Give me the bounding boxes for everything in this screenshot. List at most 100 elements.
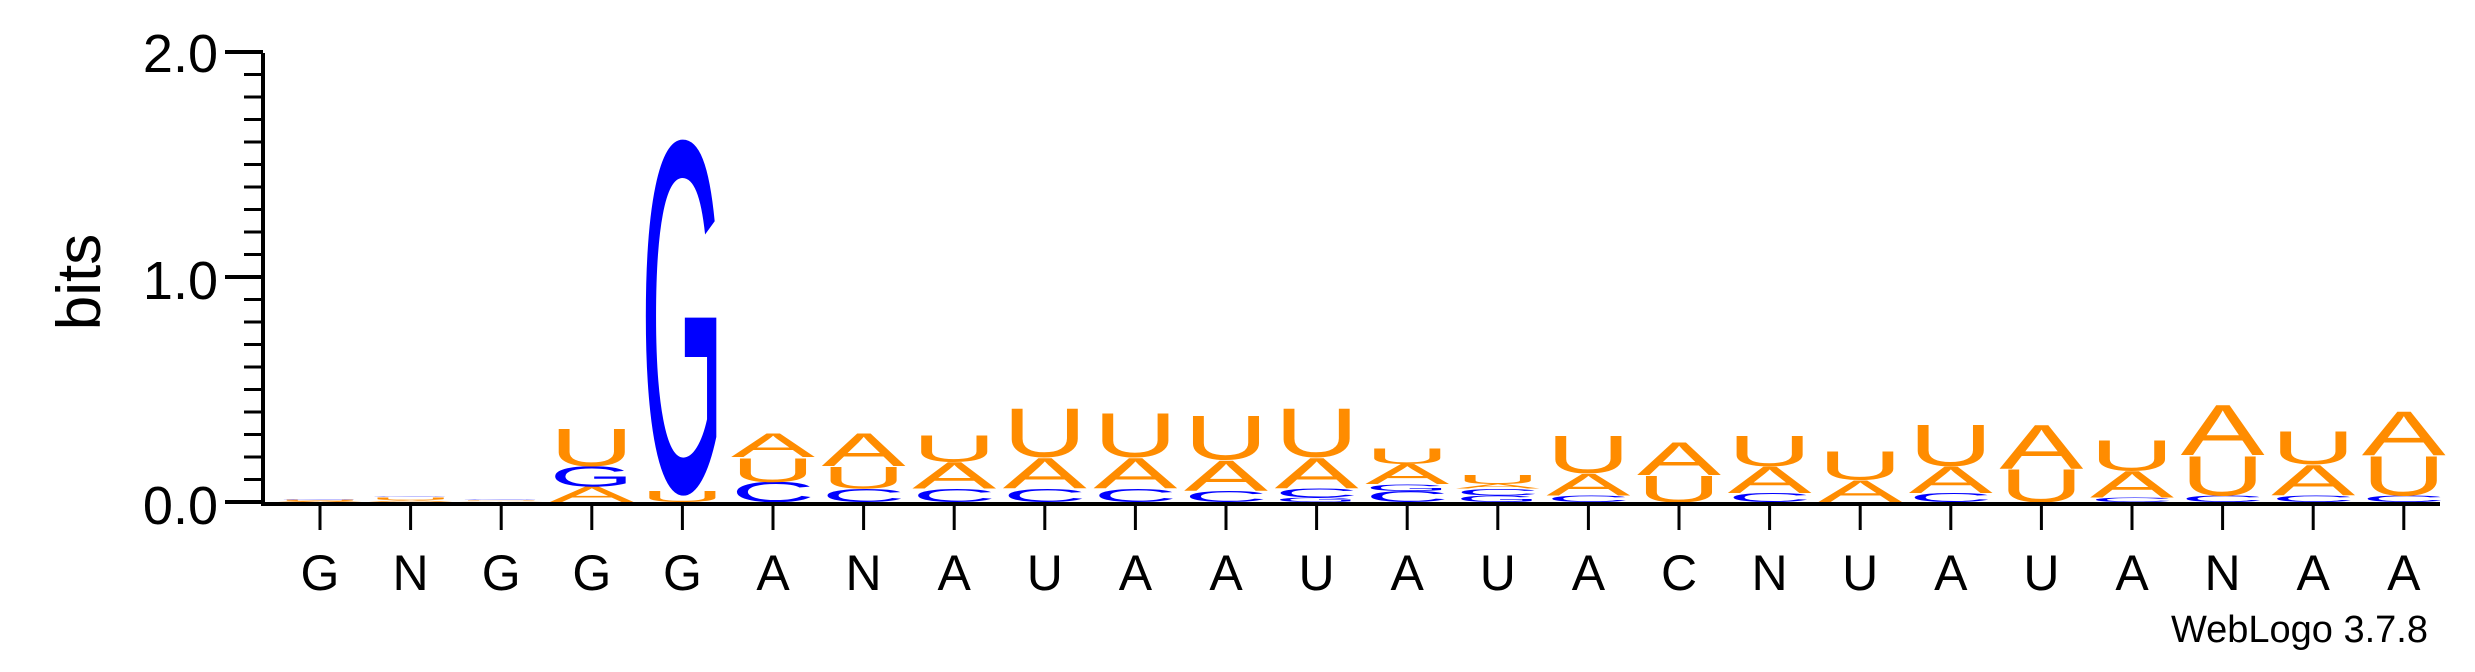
x-tick-label: N — [393, 545, 429, 601]
logo-letter-U: U — [550, 418, 634, 478]
logo-letter-U: U — [2271, 421, 2355, 474]
logo-letter-A: A — [1909, 459, 1993, 501]
logo-letter-G: G — [369, 496, 453, 497]
y-tick-label: 0.0 — [143, 476, 218, 536]
x-tick-label: N — [846, 545, 882, 601]
logo-letter-G: G — [459, 500, 543, 501]
y-axis-title: bits — [45, 234, 114, 330]
logo-letter-U: U — [278, 499, 362, 501]
logo-letter-C: C — [1275, 486, 1359, 500]
logo-letter-U: U — [2090, 430, 2174, 480]
logo-letter-A: A — [731, 426, 816, 465]
x-tick-label: U — [1299, 545, 1335, 601]
logo-letter-A: A — [1456, 483, 1541, 490]
logo-letter-U: U — [1728, 426, 1812, 476]
logo-letter-U: U — [369, 496, 453, 500]
logo-letter-A: A — [1184, 451, 1268, 500]
logo-letter-A: A — [2271, 456, 2355, 505]
logo-letter-U: U — [1003, 395, 1087, 472]
y-tick-label: 2.0 — [143, 24, 218, 84]
x-tick-label: G — [482, 545, 521, 601]
logo-letter-A: A — [1637, 433, 1722, 486]
logo-letter-C: C — [2181, 494, 2265, 505]
x-tick-label: A — [1391, 545, 1425, 601]
x-tick-label: N — [2205, 545, 2241, 601]
logo-letter-A: A — [1365, 459, 1449, 491]
x-tick-label: A — [2297, 545, 2331, 601]
x-tick-label: A — [1119, 545, 1153, 601]
logo-letter-A: A — [1728, 459, 1812, 501]
logo-letter-A: A — [912, 454, 996, 496]
logo-letter-C: C — [1093, 485, 1177, 506]
x-tick-label: A — [1572, 545, 1606, 601]
axes — [261, 53, 2440, 506]
logo-letter-A: A — [2362, 399, 2447, 469]
logo-letter-U: U — [1184, 402, 1268, 473]
logo-letter-A: A — [2181, 389, 2266, 470]
logo-letter-A: A — [459, 501, 544, 502]
logo-letter-A: A — [1003, 449, 1087, 498]
logo-letter-A: A — [369, 499, 454, 503]
logo-letter-U: U — [2362, 445, 2446, 508]
logo-letter-A: A — [1546, 467, 1631, 502]
logo-letter-G: G — [1365, 482, 1449, 492]
logo-letter-G: G — [1275, 496, 1359, 503]
logo-letter-U: U — [2181, 445, 2265, 508]
weblogo-credit: WebLogo 3.7.8 — [2171, 609, 2428, 651]
logo-letter-U: U — [1818, 443, 1902, 488]
logo-letter-U: U — [1546, 425, 1630, 485]
logo-letter-C: C — [2362, 494, 2446, 505]
logo-letter-C: C — [1003, 485, 1087, 506]
logo-letter-U: U — [1456, 473, 1540, 487]
logo-letter-U: U — [731, 451, 815, 490]
logo-letter-U: U — [1093, 400, 1177, 471]
y-tick-label: 1.0 — [143, 251, 218, 311]
x-tick-label: C — [1661, 545, 1697, 601]
x-tick-label: A — [1934, 545, 1968, 601]
logo-letter-U: U — [1275, 395, 1359, 472]
logo-letter-U: U — [1909, 412, 1993, 479]
logo-letter-C: C — [1909, 491, 1993, 505]
logo-letter-U: U — [822, 460, 906, 495]
x-tick-label: A — [1209, 545, 1243, 601]
x-tick-label: G — [301, 545, 340, 601]
logo-letter-G: G — [278, 499, 362, 500]
logo-letter-A: A — [822, 424, 907, 477]
logo-letter-U: U — [459, 500, 543, 501]
logo-letter-C: C — [1728, 491, 1812, 505]
logo-letter-C: C — [2271, 494, 2355, 505]
x-tick-label: G — [663, 545, 702, 601]
logo-letter-C: C — [822, 485, 906, 506]
logo-letter-A: A — [1093, 449, 1177, 498]
logo-letter-U: U — [912, 428, 996, 470]
logo-letter-A: A — [1275, 449, 1359, 498]
x-tick-label: A — [2115, 545, 2149, 601]
logo-letter-C: C — [912, 485, 996, 506]
logo-letter-G: G — [1456, 494, 1540, 504]
x-tick-label: U — [1842, 545, 1878, 601]
x-tick-label: U — [2023, 545, 2059, 601]
logo-letter-C: C — [1456, 487, 1540, 498]
x-tick-label: G — [572, 545, 611, 601]
logo-letter-A: A — [278, 501, 363, 503]
x-tick-label: U — [1480, 545, 1516, 601]
x-tick-label: N — [1752, 545, 1788, 601]
logo-letter-A: A — [2090, 463, 2174, 505]
logo-letter-A: A — [1999, 412, 2084, 482]
y-ticks — [225, 50, 263, 504]
x-tick-label: A — [938, 545, 972, 601]
logo-letter-C: C — [1365, 488, 1449, 506]
logo-letter-C: C — [1546, 494, 1630, 505]
x-tick-label: A — [756, 545, 790, 601]
logo-letter-U: U — [1365, 444, 1449, 469]
logo-letter-U: U — [640, 488, 724, 506]
logo-letter-C: C — [1184, 488, 1268, 506]
x-tick-label: A — [2387, 545, 2421, 601]
logo-letter-G: G — [550, 461, 634, 493]
logo-letter-C: C — [2090, 496, 2174, 503]
x-tick-label: U — [1027, 545, 1063, 601]
